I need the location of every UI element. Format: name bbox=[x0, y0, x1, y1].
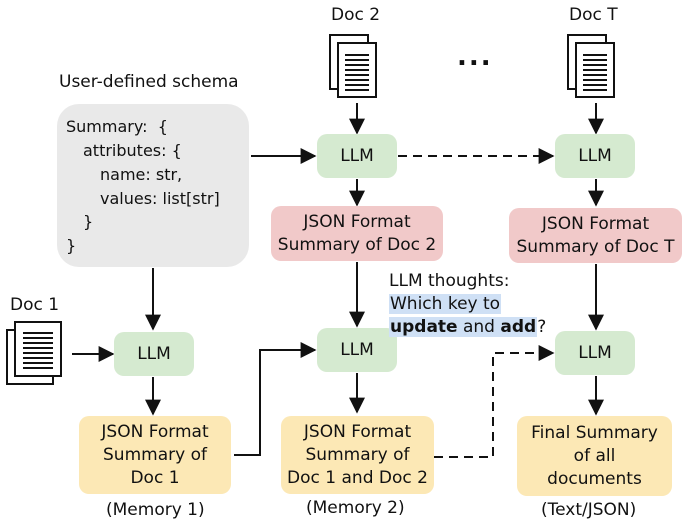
llm-thoughts-update: update bbox=[390, 317, 458, 337]
json-summary-doc2-line-2: Summary of Doc 2 bbox=[277, 234, 437, 255]
memory-1-line-1: JSON Format bbox=[101, 421, 209, 442]
memory-1-line-2: Summary of bbox=[103, 444, 207, 465]
final-summary-box: Final Summary of all documents bbox=[517, 416, 672, 496]
llm-box-docT: LLM bbox=[555, 134, 635, 178]
llm-thoughts-line-2: update and add? bbox=[389, 317, 546, 337]
llm-thoughts-add: add bbox=[500, 317, 537, 337]
llm-box-doc1: LLM bbox=[114, 332, 194, 376]
final-summary-line-1: Final Summary bbox=[531, 422, 658, 443]
llm-thoughts-question: Which key to bbox=[390, 294, 501, 314]
schema-line-5: } bbox=[83, 212, 94, 231]
llm-box-merge: LLM bbox=[317, 328, 397, 372]
arrow-memory1-to-llm-mid bbox=[234, 342, 317, 456]
schema-line-4: values: list[str] bbox=[100, 189, 220, 208]
json-summary-docT-line-1: JSON Format bbox=[541, 213, 650, 234]
final-summary-caption: (Text/JSON) bbox=[541, 500, 637, 520]
schema-box bbox=[57, 104, 249, 267]
final-summary-line-2: of all bbox=[573, 445, 616, 466]
document-icon-doc1 bbox=[6, 321, 62, 385]
memory-1-line-3: Doc 1 bbox=[130, 467, 180, 488]
llm-thoughts-qmark: ? bbox=[537, 317, 547, 337]
schema-line-6: } bbox=[66, 236, 77, 255]
memory-2-caption: (Memory 2) bbox=[306, 498, 405, 518]
llm-thoughts-line-1: Which key to bbox=[389, 294, 502, 314]
json-summary-docT: JSON Format Summary of Doc T bbox=[509, 208, 682, 263]
ellipsis: ... bbox=[457, 42, 493, 72]
document-icon-doc2 bbox=[329, 34, 377, 98]
schema-title: User-defined schema bbox=[59, 72, 239, 92]
docT-label: Doc T bbox=[569, 5, 618, 25]
llm-box-doc2: LLM bbox=[317, 134, 397, 178]
llm-thoughts-highlight: update and add bbox=[389, 317, 538, 337]
schema-line-1: Summary: { bbox=[66, 117, 168, 136]
llm-box-final: LLM bbox=[555, 331, 635, 375]
doc2-label: Doc 2 bbox=[331, 5, 381, 25]
arrow-memory2-to-llm-final-dashed bbox=[434, 345, 555, 458]
memory-2-line-2: Summary of bbox=[305, 444, 410, 465]
memory-2-box: JSON Format Summary of Doc 1 and Doc 2 bbox=[281, 416, 434, 494]
schema-line-2: attributes: { bbox=[83, 141, 182, 160]
doc1-label: Doc 1 bbox=[10, 295, 60, 315]
memory-2-line-1: JSON Format bbox=[303, 421, 412, 442]
llm-thoughts-and: and bbox=[462, 317, 495, 337]
memory-1-box: JSON Format Summary of Doc 1 bbox=[79, 416, 231, 494]
document-icon-docT bbox=[567, 34, 615, 98]
llm-thoughts-title: LLM thoughts: bbox=[389, 271, 510, 291]
memory-2-line-3: Doc 1 and Doc 2 bbox=[287, 467, 428, 488]
json-summary-docT-line-2: Summary of Doc T bbox=[516, 236, 675, 257]
memory-1-caption: (Memory 1) bbox=[106, 500, 205, 520]
schema-line-3: name: str, bbox=[100, 165, 183, 184]
final-summary-line-3: documents bbox=[547, 468, 642, 489]
json-summary-doc2-line-1: JSON Format bbox=[303, 211, 411, 232]
json-summary-doc2: JSON Format Summary of Doc 2 bbox=[271, 206, 443, 261]
